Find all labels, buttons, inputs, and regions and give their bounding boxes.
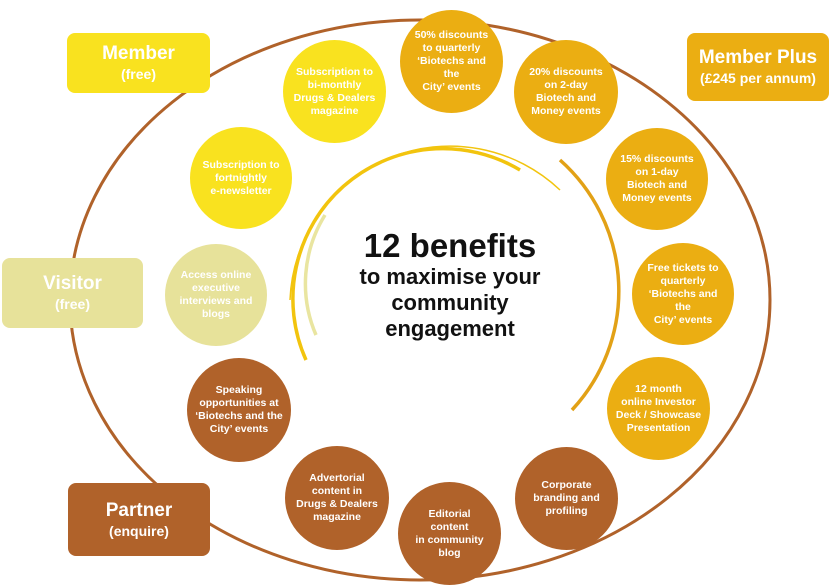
benefit-circle-6: Corporate branding and profiling <box>515 447 618 550</box>
benefit-circle-5: 12 month online Investor Deck / Showcase… <box>607 357 710 460</box>
benefit-text-9: Speaking opportunities at ‘Biotechs and … <box>195 384 283 435</box>
benefit-circle-1: 50% discounts to quarterly ‘Biotechs and… <box>400 10 503 113</box>
benefit-text-10: Access online executive interviews and b… <box>179 269 253 320</box>
member-plus-subtitle: (£245 per annum) <box>700 70 816 86</box>
member-title: Member <box>102 43 175 64</box>
benefit-text-11: Subscription to fortnightly e-newsletter <box>202 158 280 197</box>
benefit-circle-12: Subscription to bi-monthly Drugs & Deale… <box>283 40 386 143</box>
benefit-text-8: Advertorial content in Drugs & Dealers m… <box>296 472 378 523</box>
benefit-text-3: 15% discounts on 1-day Biotech and Money… <box>620 153 694 204</box>
visitor-badge: Visitor (free) <box>2 258 143 328</box>
benefit-circle-10: Access online executive interviews and b… <box>165 244 267 346</box>
center-headline: 12 benefits <box>363 227 537 264</box>
member-subtitle: (free) <box>120 66 156 82</box>
center-subline: to maximise your community engagement <box>359 264 541 341</box>
member-badge: Member (free) <box>67 33 210 93</box>
partner-badge: Partner (enquire) <box>68 483 210 556</box>
benefit-text-6: Corporate branding and profiling <box>533 479 600 517</box>
inner-arc-orange <box>558 158 621 412</box>
benefit-text-12: Subscription to bi-monthly Drugs & Deale… <box>293 65 376 117</box>
member-plus-badge: Member Plus (£245 per annum) <box>687 33 829 101</box>
benefit-circle-8: Advertorial content in Drugs & Dealers m… <box>285 446 389 550</box>
partner-title: Partner <box>105 499 173 521</box>
benefit-text-4: Free tickets to quarterly ‘Biotechs and … <box>647 261 719 326</box>
inner-arc-pale <box>303 214 327 336</box>
partner-subtitle: (enquire) <box>109 522 169 539</box>
benefit-circle-9: Speaking opportunities at ‘Biotechs and … <box>187 358 291 462</box>
benefit-text-2: 20% discounts on 2-day Biotech and Money… <box>529 66 603 117</box>
benefit-text-1: 50% discounts to quarterly ‘Biotechs and… <box>414 29 489 93</box>
benefit-circle-4: Free tickets to quarterly ‘Biotechs and … <box>632 243 734 345</box>
center-title-block: 12 benefits to maximise your community e… <box>320 228 580 342</box>
benefit-circle-2: 20% discounts on 2-day Biotech and Money… <box>514 40 618 144</box>
benefit-circle-3: 15% discounts on 1-day Biotech and Money… <box>606 128 708 230</box>
visitor-subtitle: (free) <box>54 296 90 312</box>
inner-arc-thin <box>289 145 561 301</box>
benefit-circle-7: Editorial content in community blog <box>398 482 501 585</box>
visitor-title: Visitor <box>43 273 102 294</box>
benefit-text-5: 12 month online Investor Deck / Showcase… <box>615 382 702 434</box>
benefit-text-7: Editorial content in community blog <box>415 507 484 559</box>
member-plus-title: Member Plus <box>698 47 818 68</box>
benefit-circle-11: Subscription to fortnightly e-newsletter <box>190 127 292 229</box>
